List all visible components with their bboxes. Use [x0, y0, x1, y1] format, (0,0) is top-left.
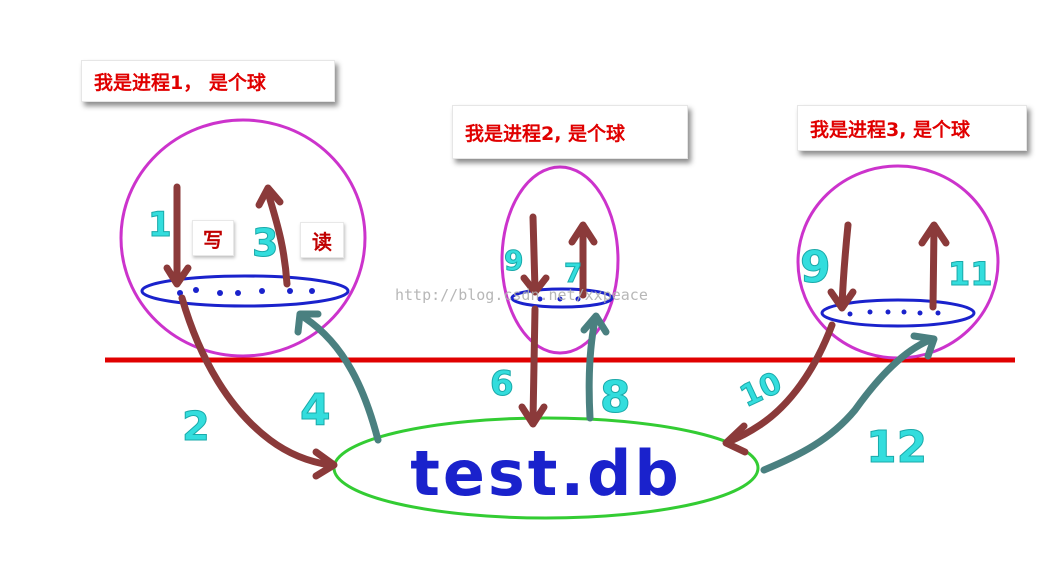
- arrow-step-6-head: [518, 403, 548, 428]
- step-number-2: 2: [182, 404, 210, 450]
- arrow-step-3-head: [255, 184, 284, 209]
- buffer-3-ellipse: [820, 298, 976, 328]
- arrow-step-9-head: [827, 288, 857, 312]
- arrow-step-6: [529, 305, 539, 424]
- arrow-step-9: [838, 221, 852, 310]
- step-number-8: 8: [600, 372, 631, 423]
- buffer-3-dots: [847, 309, 941, 317]
- step-number-6: 6: [490, 364, 514, 404]
- arrow-step-2-head: [312, 448, 338, 480]
- arrow-step-5: [529, 213, 539, 294]
- arrow-step-3: [264, 188, 291, 288]
- arrow-step-10-head: [722, 422, 749, 456]
- arrow-step-2: [178, 294, 334, 469]
- step-number-7: 7: [564, 259, 582, 289]
- step-number-1: 1: [148, 205, 172, 245]
- process-1-circle: [119, 118, 367, 358]
- arrow-step-8-head: [580, 312, 610, 336]
- step-number-12: 12: [866, 422, 927, 473]
- step-number-11: 11: [948, 255, 993, 293]
- watermark-text: http://blog.csdn.net/xxpeace: [395, 286, 648, 304]
- arrow-step-7-head: [568, 221, 598, 246]
- step-number-4: 4: [300, 385, 331, 436]
- buffer-2-dots: [537, 296, 581, 302]
- process-3-label: 我是进程3, 是个球: [797, 105, 1027, 151]
- buffer-1-ellipse: [140, 274, 350, 308]
- database-label: test.db: [410, 437, 682, 510]
- step-number-9: 9: [800, 242, 831, 293]
- arrow-step-11-head: [918, 221, 950, 247]
- arrow-step-5-head: [520, 274, 550, 296]
- process-2-label: 我是进程2, 是个球: [452, 105, 688, 159]
- write-label: 写: [192, 220, 234, 256]
- arrow-step-4-head: [294, 310, 322, 336]
- step-number-5: 9: [504, 244, 523, 277]
- arrow-step-8: [585, 316, 599, 422]
- read-label: 读: [300, 222, 344, 258]
- step-number-3: 3: [252, 221, 278, 265]
- buffer-2-ellipse: [510, 287, 614, 309]
- arrow-step-12-head: [910, 332, 938, 360]
- arrow-step-1-head: [163, 264, 192, 288]
- arrow-step-4: [301, 314, 382, 444]
- arrow-step-12: [760, 336, 934, 474]
- process-2-circle: [500, 165, 620, 355]
- arrow-step-10: [724, 321, 836, 446]
- arrow-step-11: [929, 223, 938, 311]
- process-1-label: 我是进程1， 是个球: [81, 60, 335, 102]
- buffer-1-dots: [177, 287, 315, 296]
